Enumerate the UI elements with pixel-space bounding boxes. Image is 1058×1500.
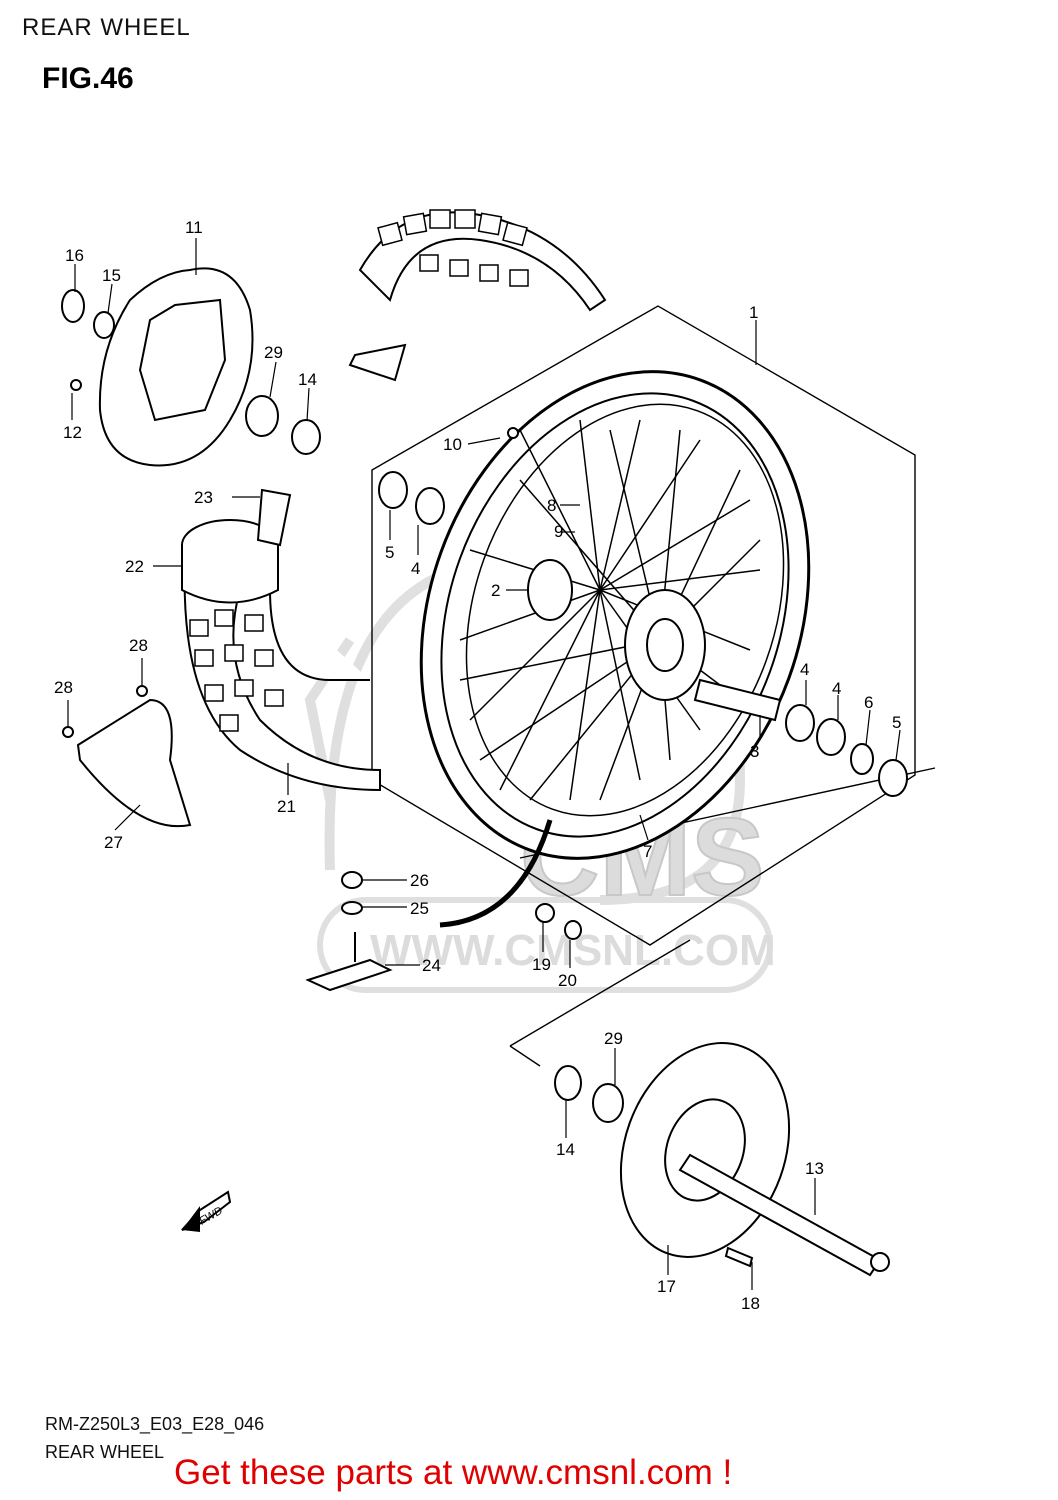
callout-6: 6 — [864, 693, 873, 712]
callout-11: 11 — [185, 218, 203, 237]
callout-21: 21 — [277, 797, 296, 816]
callout-23: 23 — [194, 488, 213, 507]
callout-17: 17 — [657, 1277, 676, 1296]
rim-band — [181, 488, 292, 604]
rear-sprocket — [619, 1042, 882, 1277]
callout-15: 15 — [102, 266, 121, 285]
callout-22: 22 — [125, 557, 144, 576]
section-name: REAR WHEEL — [45, 1442, 165, 1462]
disc-guard — [76, 698, 192, 828]
callout-4c: 4 — [832, 679, 841, 698]
callout-2: 2 — [491, 581, 500, 600]
callout-3: 3 — [750, 742, 759, 761]
callout-7: 7 — [643, 842, 652, 861]
figure-label: FIG.46 — [42, 62, 134, 95]
callout-28a: 28 — [129, 636, 148, 655]
callout-12: 12 — [63, 423, 82, 442]
callout-26: 26 — [410, 871, 429, 890]
callout-18: 18 — [741, 1294, 760, 1313]
callout-4a: 4 — [411, 559, 420, 578]
callout-10: 10 — [443, 435, 462, 454]
leader-lines — [67, 238, 901, 1290]
wheel-rim — [419, 370, 811, 860]
fwd-arrow: FWD — [181, 1190, 232, 1232]
callout-14b: 14 — [556, 1140, 575, 1159]
callout-28b: 28 — [54, 678, 73, 697]
callout-19: 19 — [532, 955, 551, 974]
tire-tread-blocks — [189, 209, 529, 732]
callout-8: 8 — [547, 496, 556, 515]
wheel-hub — [527, 559, 782, 722]
model-code: RM-Z250L3_E03_E28_046 — [45, 1414, 265, 1434]
callout-29b: 29 — [604, 1029, 623, 1048]
callout-16: 16 — [65, 246, 84, 265]
callout-1: 1 — [749, 303, 758, 322]
brake-disc — [98, 267, 254, 467]
callout-5a: 5 — [385, 543, 394, 562]
callout-9: 9 — [554, 522, 563, 541]
callout-4b: 4 — [800, 660, 809, 679]
tire-valve-stem — [439, 819, 553, 928]
rim-lock — [305, 932, 393, 992]
callout-5b: 5 — [892, 713, 901, 732]
callout-29a: 29 — [264, 343, 283, 362]
callout-14a: 14 — [298, 370, 317, 389]
purchase-link[interactable]: Get these parts at www.cmsnl.com ! — [174, 1453, 733, 1492]
callout-25: 25 — [410, 899, 429, 918]
callout-24: 24 — [422, 956, 441, 975]
bearings-seals — [61, 289, 908, 1123]
callout-13: 13 — [805, 1159, 824, 1178]
callout-27: 27 — [104, 833, 123, 852]
callout-20: 20 — [558, 971, 577, 990]
fastener-bolts — [724, 1246, 890, 1272]
page-title: REAR WHEEL — [22, 14, 191, 41]
